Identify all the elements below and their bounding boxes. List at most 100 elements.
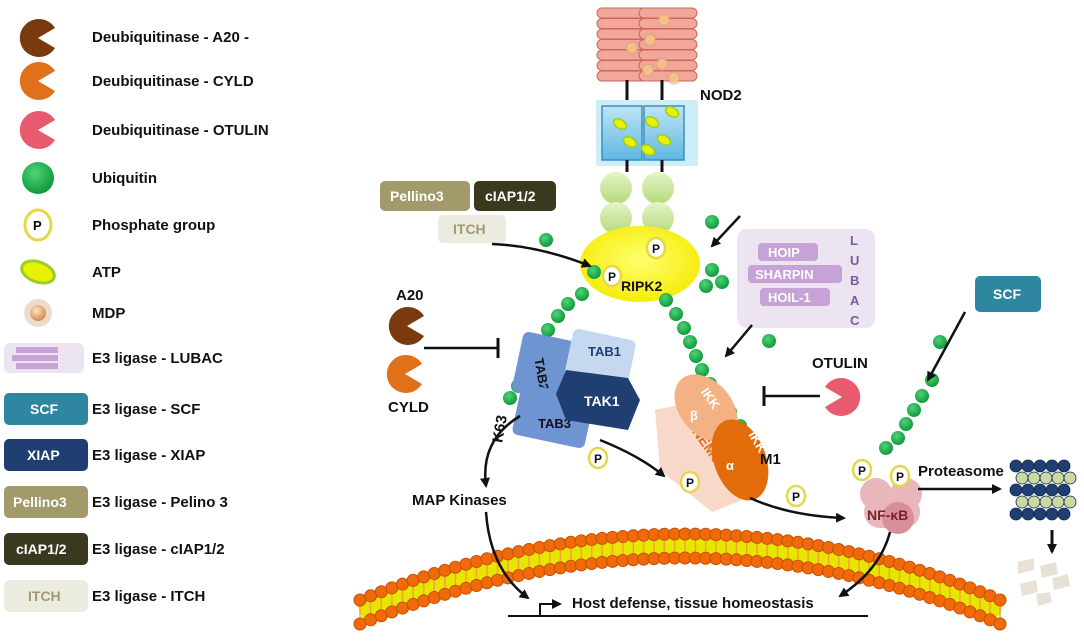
cyld-icon xyxy=(386,355,422,393)
mdp-icon xyxy=(627,43,637,53)
legend: Deubiquitinase - A20 - Deubiquitinase - … xyxy=(4,18,269,612)
lubac-to-ikk-arrow xyxy=(724,324,753,358)
legend-label: Deubiquitinase - CYLD xyxy=(92,73,254,90)
scf-label: SCF xyxy=(993,286,1021,302)
card-domain xyxy=(642,202,674,234)
legend-label: E3 ligase - SCF xyxy=(92,401,200,418)
ciap-label: cIAP1/2 xyxy=(485,188,536,204)
scf-ligase: SCF xyxy=(926,276,1041,382)
nfkb-complex: NF-κB xyxy=(860,478,922,534)
proteasome-subunit xyxy=(1063,471,1077,485)
ubiquitin-icon xyxy=(561,297,575,311)
legend-box-text: XIAP xyxy=(27,447,60,463)
ikk-alpha-shape xyxy=(711,419,769,501)
proteasome-subunit xyxy=(1021,507,1035,521)
proteasome-subunit xyxy=(1051,495,1065,509)
mdp-icon xyxy=(657,59,667,69)
nfkb-subunit xyxy=(882,502,914,534)
ubiquitin-icon xyxy=(689,349,703,363)
phosphate-icon xyxy=(23,208,53,242)
pacman-icon xyxy=(19,111,56,149)
map-to-nucleus-arrow xyxy=(484,511,530,600)
ubiquitin-icon xyxy=(683,335,697,349)
mdp-icon xyxy=(659,15,669,25)
atp-icon xyxy=(20,259,56,285)
proteasome-subunit xyxy=(1021,459,1035,473)
lubac-icon-bar xyxy=(16,363,58,369)
lipid-head xyxy=(512,545,526,559)
proteasome-subunit xyxy=(1039,471,1053,485)
phosphate-label: P xyxy=(594,452,602,466)
lubac-to-ripk2-arrow xyxy=(710,215,741,248)
legend-box-text: cIAP1/2 xyxy=(16,541,67,557)
lipid-head xyxy=(491,573,505,587)
proteasome-label: Proteasome xyxy=(918,463,1004,480)
legend-box-text: Pellino3 xyxy=(13,494,67,510)
a20-label: A20 xyxy=(396,287,424,304)
nod2-label: NOD2 xyxy=(700,87,742,104)
legend-label: MDP xyxy=(92,305,125,322)
phosphate-icon xyxy=(889,464,911,488)
proteasome-subunit xyxy=(1033,459,1047,473)
lipid-head xyxy=(993,593,1007,607)
pacman-icon xyxy=(19,61,56,100)
host-defense-label: Host defense, tissue homeostasis xyxy=(572,595,814,612)
atp-icon xyxy=(656,134,672,146)
proteasome-subunit xyxy=(1045,483,1059,497)
hoip-label: HOIP xyxy=(768,245,800,260)
proteasome-subunit xyxy=(1063,495,1077,509)
ubiquitin-icon xyxy=(699,279,713,293)
lubac-letter: A xyxy=(850,293,860,308)
deubiquitinases-left: A20 CYLD xyxy=(386,287,500,416)
proteasome-subunit xyxy=(1027,495,1041,509)
pellino3-icon xyxy=(4,486,88,518)
nod2-receptor: NOD2 xyxy=(596,7,742,234)
phosphate-label: P xyxy=(858,464,866,478)
legend-box-text: ITCH xyxy=(28,588,61,604)
lipid-head xyxy=(522,566,536,580)
proteasome-subunit xyxy=(1057,483,1071,497)
scf-icon xyxy=(4,393,88,425)
pellino3-box xyxy=(380,181,470,211)
ubiquitin-icon xyxy=(879,441,893,455)
atp-icon xyxy=(640,144,656,156)
ubiquitin-icon xyxy=(503,391,517,405)
ubiquitin-icon xyxy=(705,263,719,277)
sharpin-label: SHARPIN xyxy=(755,267,814,282)
nacht-domain xyxy=(601,105,643,161)
ubiquitin-icon xyxy=(915,389,929,403)
atp-icon xyxy=(612,118,628,130)
proteasome-subunit xyxy=(1009,507,1023,521)
ubiquitin-icon xyxy=(907,403,921,417)
ubiquitin-icon xyxy=(715,275,729,289)
proteasome-subunit xyxy=(1015,471,1029,485)
tak1-label: TAK1 xyxy=(584,393,620,409)
ligase-arrow xyxy=(491,242,592,268)
legend-label: Deubiquitinase - OTULIN xyxy=(92,122,269,139)
pellino3-label: Pellino3 xyxy=(390,188,444,204)
ubiquitin-icon xyxy=(891,431,905,445)
nfkb-label: NF-κB xyxy=(867,507,908,523)
card-domain xyxy=(600,202,632,234)
phosphate-icon xyxy=(851,458,873,482)
ripk2-label: RIPK2 xyxy=(621,278,662,294)
lipid-head xyxy=(532,540,546,554)
tak1-to-ikk-arrow xyxy=(599,438,666,478)
mdp-icon xyxy=(669,73,679,83)
phosphate-icon xyxy=(587,446,609,470)
cyld-label: CYLD xyxy=(388,399,429,416)
lipid-head xyxy=(512,569,526,583)
ubiquitin-icon xyxy=(551,309,565,323)
legend-label: E3 ligase - Pelino 3 xyxy=(92,494,228,511)
tab3-label: TAB3 xyxy=(538,416,571,431)
proteasome-subunit xyxy=(1039,495,1053,509)
proteasome-subunit xyxy=(1015,495,1029,509)
phosphate-label: P xyxy=(608,270,616,284)
otulin-icon xyxy=(825,377,861,416)
sharpin-box xyxy=(748,265,842,283)
mdp-icon xyxy=(645,35,655,45)
legend-label: Deubiquitinase - A20 - xyxy=(92,29,249,46)
promoter-arrow xyxy=(539,599,562,616)
a20-icon xyxy=(388,307,424,345)
